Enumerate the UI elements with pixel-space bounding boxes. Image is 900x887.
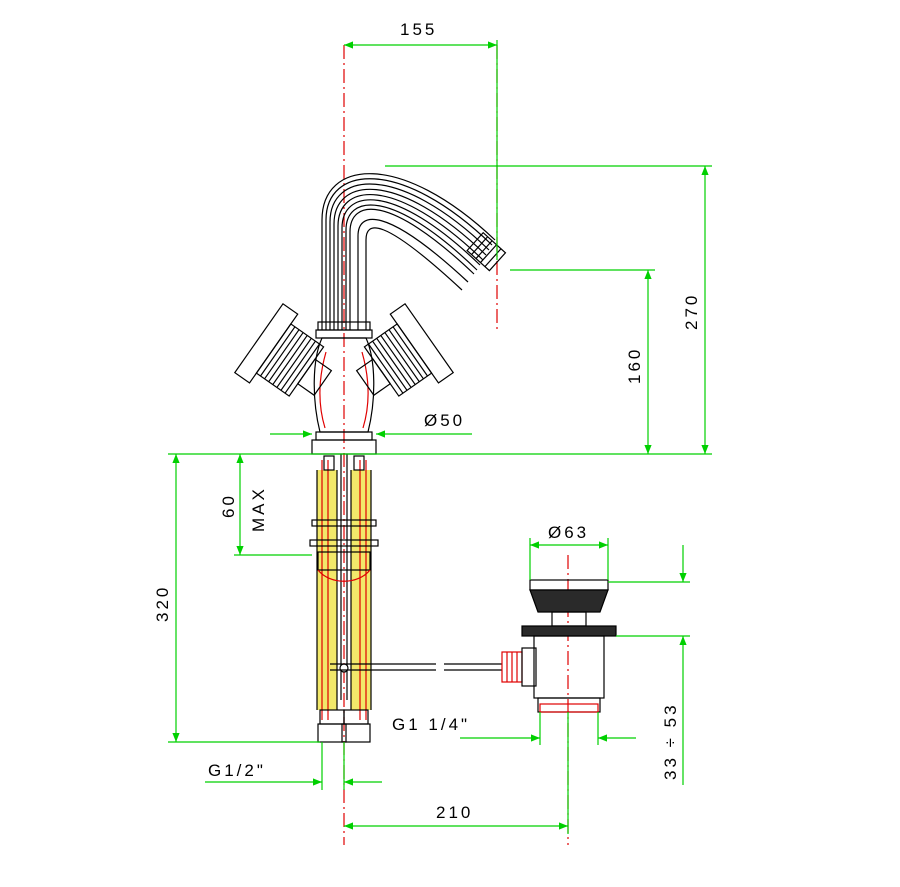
dimension-labels: 155 270 160 Ø50 60 MAX 320 G1/2" Ø63 G1 … — [153, 20, 701, 822]
dim-waste-thread: G1 1/4" — [392, 715, 470, 734]
left-handle — [233, 302, 333, 397]
dim-waste-range: 33 ÷ 53 — [661, 702, 680, 780]
dim-total-height: 270 — [682, 293, 701, 330]
supply-hoses — [309, 454, 379, 743]
right-handle — [355, 302, 455, 397]
faucet-body — [233, 173, 507, 455]
spout — [321, 173, 507, 330]
dim-body-diameter: Ø50 — [424, 411, 465, 430]
dim-inlet-thread: G1/2" — [208, 761, 266, 780]
waste-assembly — [501, 579, 617, 713]
dimension-lines — [168, 40, 712, 834]
dim-outlet-height: 160 — [625, 347, 644, 384]
dim-spout-reach: 155 — [400, 20, 437, 39]
dim-max-label: MAX — [249, 486, 268, 532]
dim-max-deck: 60 — [219, 493, 238, 518]
dim-waste-distance: 210 — [436, 803, 473, 822]
dim-hose-length: 320 — [153, 585, 172, 622]
dim-waste-diameter: Ø63 — [548, 523, 589, 542]
popup-rod — [330, 663, 502, 671]
